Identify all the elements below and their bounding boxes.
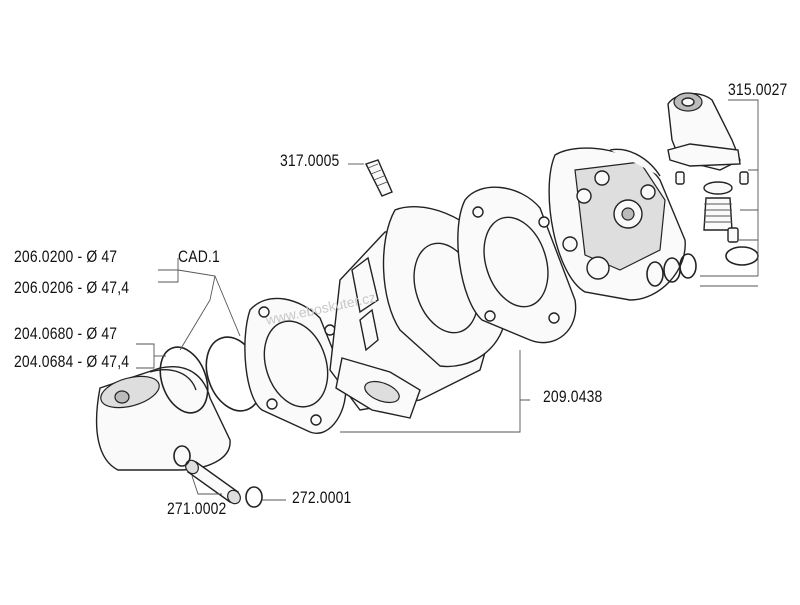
piston-pin <box>185 459 241 505</box>
head-gasket <box>457 186 577 344</box>
thermostat-housing <box>667 92 741 171</box>
label-piston-47-4: 204.0684 - Ø 47,4 <box>14 352 130 371</box>
piston-pin-clips <box>173 445 263 508</box>
base-gasket <box>244 297 347 434</box>
label-cad: CAD.1 <box>178 247 220 266</box>
cylinder-head <box>548 147 686 301</box>
label-cylinder-kit: 209.0438 <box>543 387 603 406</box>
label-piston-pin: 271.0002 <box>167 499 227 518</box>
label-ring-47-4: 206.0206 - Ø 47,4 <box>14 278 130 297</box>
label-ring-47: 206.0200 - Ø 47 <box>14 247 118 266</box>
stud-spring <box>365 159 393 197</box>
label-pin-clip: 272.0001 <box>292 488 352 507</box>
piston <box>95 366 231 471</box>
thermostat-parts <box>675 171 759 266</box>
head-o-rings <box>646 253 697 287</box>
leader-lines <box>136 99 759 501</box>
label-stud-spring: 317.0005 <box>280 151 340 170</box>
label-thermostat-housing: 315.0027 <box>728 80 788 99</box>
label-piston-47: 204.0680 - Ø 47 <box>14 324 118 343</box>
